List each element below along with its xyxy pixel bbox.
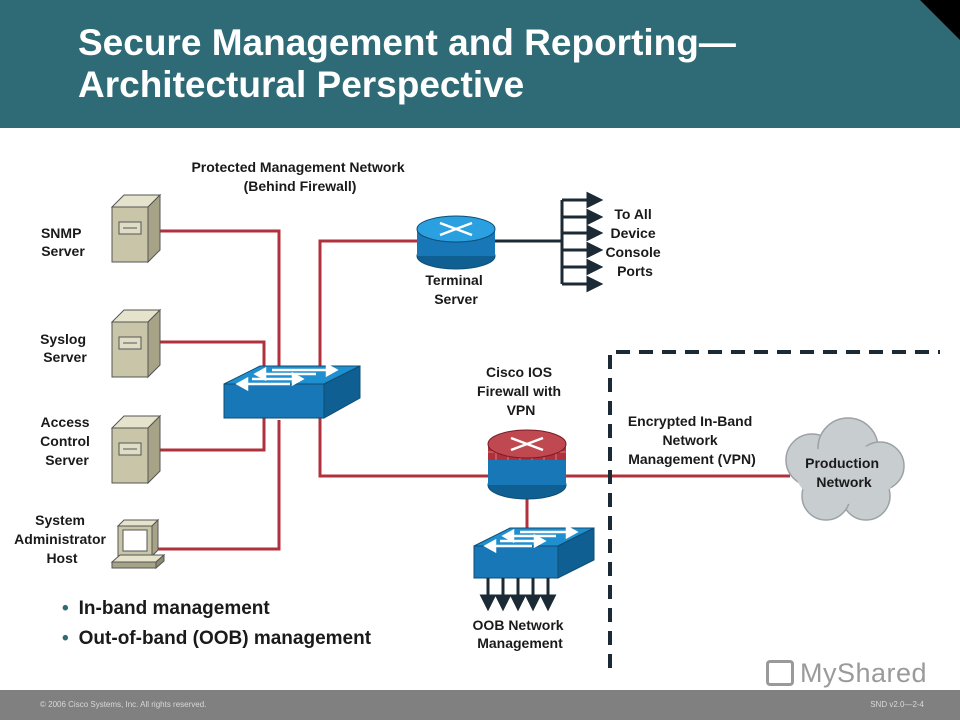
slide-header: Secure Management and Reporting— Archite…: [0, 0, 960, 128]
watermark-text: MyShared: [800, 657, 928, 688]
watermark-logo: MyShared: [766, 656, 927, 690]
link-switch-firewall: [318, 408, 488, 478]
slide-footer: © 2006 Cisco Systems, Inc. All rights re…: [0, 690, 960, 720]
production-boundary-dashed: [608, 350, 940, 668]
title-line-1: Secure Management and Reporting—: [78, 22, 736, 63]
label-terminal-server: Terminal Server: [425, 272, 486, 307]
label-production-network: Production Network: [805, 455, 883, 490]
footer-copyright: © 2006 Cisco Systems, Inc. All rights re…: [40, 700, 207, 709]
label-system-admin-host: System Administrator Host: [14, 512, 110, 566]
workstation-icon: [110, 518, 166, 570]
label-encrypted-vpn: Encrypted In-Band Network Management (VP…: [628, 413, 756, 467]
oob-port-arrows: [479, 578, 557, 612]
label-access-control-server: Access Control Server: [40, 414, 94, 468]
access-control-server-icon: [110, 414, 162, 485]
network-links: [158, 229, 790, 551]
snmp-server-icon: [110, 193, 162, 264]
console-port-lines: [494, 191, 604, 293]
slide-title: Secure Management and Reporting— Archite…: [78, 22, 898, 106]
bullet-oob: Out-of-band (OOB) management: [62, 628, 371, 650]
bullet-list: In-band management Out-of-band (OOB) man…: [62, 598, 371, 658]
footer-version: SND v2.0—2-4: [870, 700, 924, 709]
title-line-2: Architectural Perspective: [78, 64, 525, 105]
label-syslog-server: Syslog Server: [40, 331, 90, 365]
link-snmp-switch: [158, 229, 281, 372]
label-oob-management: OOB Network Management: [473, 617, 568, 651]
link-admin-switch: [158, 420, 281, 551]
label-snmp-server: SNMP Server: [41, 225, 85, 259]
oob-switch-icon: [473, 524, 595, 579]
firewall-router-icon: [487, 429, 567, 500]
label-console-ports: To All Device Console Ports: [605, 206, 664, 279]
label-cisco-ios-firewall: Cisco IOS Firewall with VPN: [477, 364, 565, 418]
network-diagram: Protected Management Network (Behind Fir…: [14, 159, 940, 668]
syslog-server-icon: [110, 308, 162, 379]
terminal-server-icon: [416, 215, 496, 270]
production-cloud-icon: [785, 417, 905, 521]
label-protected-network: Protected Management Network (Behind Fir…: [191, 159, 408, 194]
header-corner-decoration: [920, 0, 960, 40]
link-switch-terminal: [318, 239, 418, 380]
link-acs-switch: [158, 418, 266, 452]
bullet-inband: In-band management: [62, 598, 371, 620]
watermark-icon: [766, 660, 794, 686]
core-switch-icon: [223, 362, 361, 419]
